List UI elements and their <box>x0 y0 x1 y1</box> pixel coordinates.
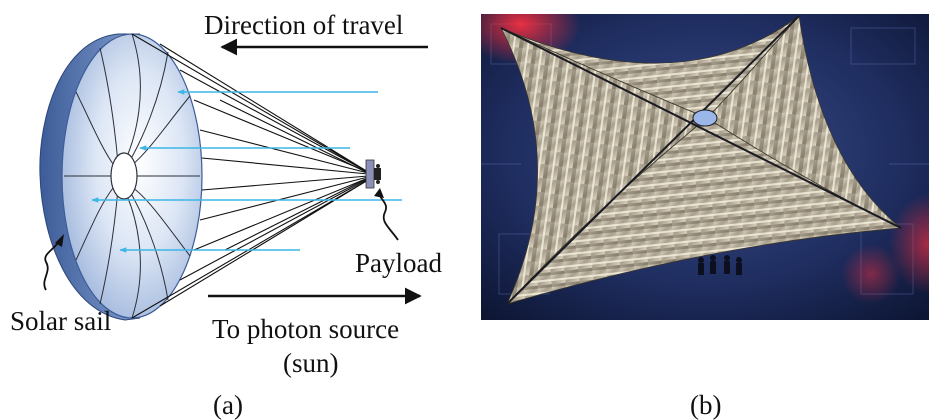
sun-label: (sun) <box>283 348 339 378</box>
photon-source-label: To photon source <box>212 314 400 344</box>
sail-center-hole <box>110 152 138 200</box>
caption-a: (a) <box>213 390 243 420</box>
payload <box>365 159 381 189</box>
sail-hub <box>692 109 718 127</box>
sail-pointer <box>43 239 61 291</box>
payload-label: Payload <box>355 248 442 278</box>
solar-sail-photo <box>481 14 929 320</box>
sail-quadrants <box>500 15 903 305</box>
direction-of-travel-label: Direction of travel <box>204 10 404 40</box>
solar-sail-label: Solar sail <box>10 306 112 336</box>
solar-sail-diagram <box>39 33 428 321</box>
caption-b: (b) <box>690 390 722 420</box>
sail-booms <box>500 15 902 305</box>
shroud-lines <box>131 33 369 319</box>
people-silhouettes <box>698 255 742 275</box>
photon-rays <box>91 89 402 253</box>
